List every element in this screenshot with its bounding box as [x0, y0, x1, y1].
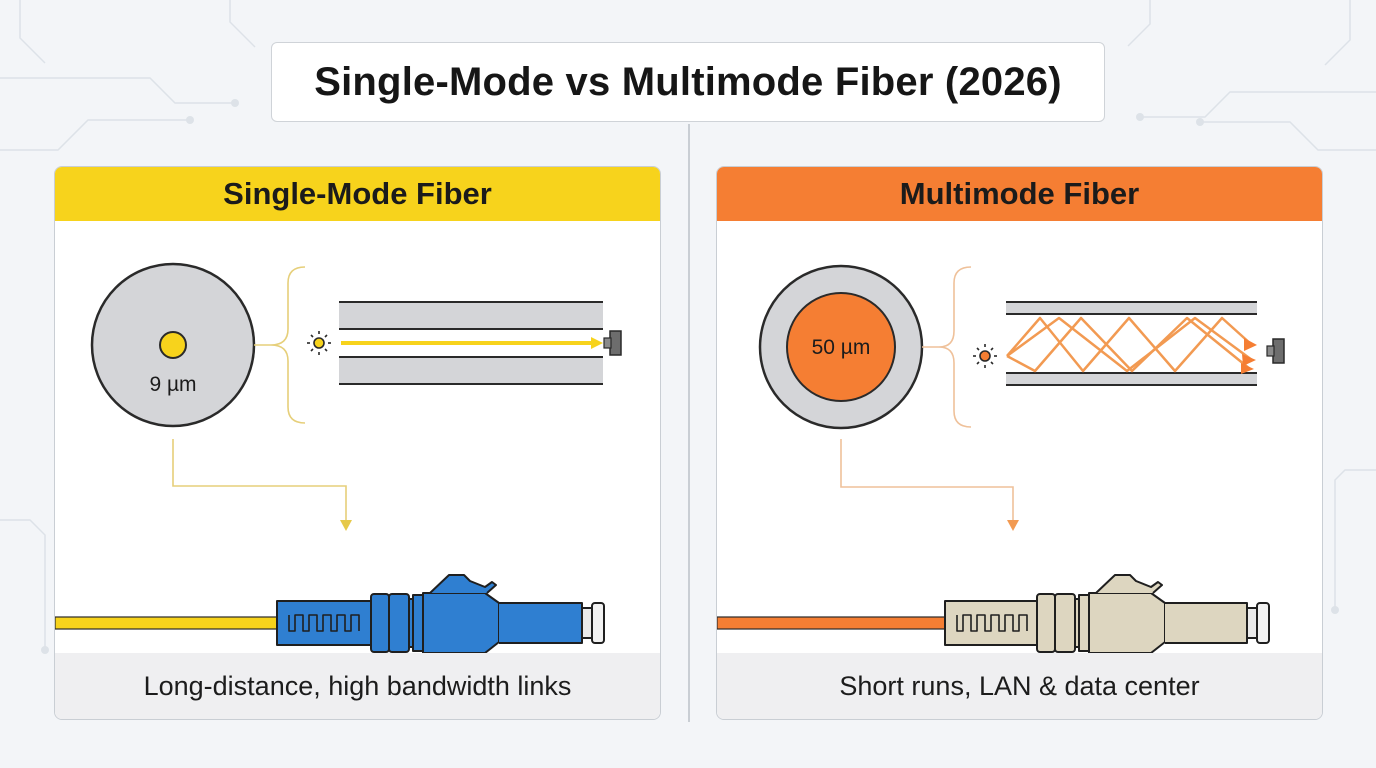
- multimode-header: Multimode Fiber: [717, 167, 1322, 221]
- page-title: Single-Mode vs Multimode Fiber (2026): [314, 59, 1062, 104]
- title-box: Single-Mode vs Multimode Fiber (2026): [271, 42, 1105, 122]
- core-size-label: 50 µm: [812, 336, 871, 359]
- fiber-cross-section-icon: [90, 262, 256, 428]
- light-source-icon: [973, 344, 997, 368]
- detector-icon: [1266, 338, 1285, 364]
- bracket-connector: [840, 266, 1014, 522]
- fiber-side-view: [339, 301, 603, 385]
- detector-icon: [603, 330, 622, 356]
- arrow-down-icon: [1007, 520, 1019, 531]
- single-mode-illustration: 9 µm: [55, 262, 622, 653]
- single-mode-header: Single-Mode Fiber: [55, 167, 660, 221]
- fiber-side-view: [1006, 301, 1257, 386]
- bracket-connector: [172, 266, 347, 522]
- sc-connector-icon: [276, 574, 605, 653]
- sc-connector-icon: [944, 574, 1270, 653]
- multimode-footer: Short runs, LAN & data center: [717, 653, 1322, 719]
- light-source-icon: [307, 331, 331, 355]
- core-size-label: 9 µm: [149, 373, 196, 396]
- fiber-cross-section-icon: [758, 264, 924, 430]
- center-divider: [688, 124, 690, 722]
- multimode-illustration: 50 µm: [717, 264, 1285, 653]
- single-mode-footer: Long-distance, high bandwidth links: [55, 653, 660, 719]
- fiber-cable: [55, 616, 280, 630]
- single-mode-panel: Single-Mode Fiber 9 µm: [54, 166, 661, 720]
- multimode-panel: Multimode Fiber 50 µm: [716, 166, 1323, 720]
- fiber-cable: [717, 616, 948, 630]
- arrow-down-icon: [340, 520, 352, 531]
